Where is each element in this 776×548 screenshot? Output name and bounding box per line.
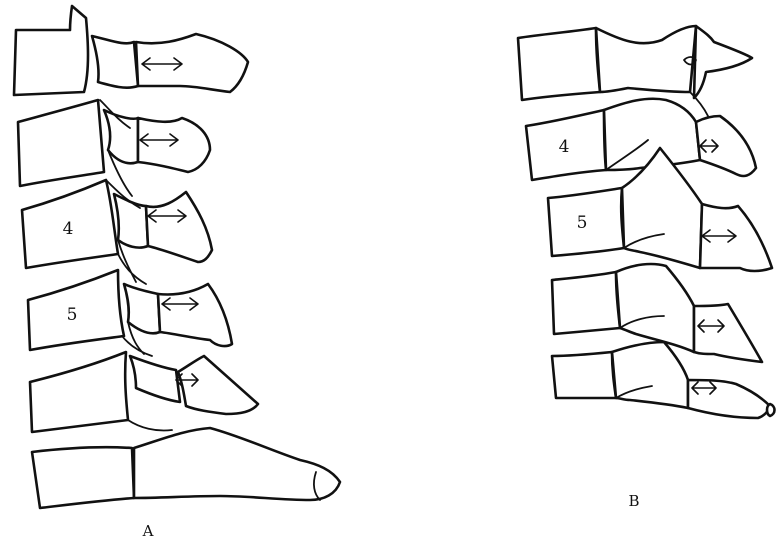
panel-a-spinous-4 xyxy=(158,284,232,346)
panel-a-spinous-5 xyxy=(178,356,258,414)
panel-a-label: A xyxy=(142,522,154,540)
panel-b-facet-4 xyxy=(616,264,694,352)
panel-a-vertebra-6 xyxy=(32,447,134,508)
panel-b-label: B xyxy=(628,492,639,510)
panel-b-spinous-4 xyxy=(694,304,762,362)
panel-a-spinous-3 xyxy=(146,192,212,262)
panel-a-vertebra-5 xyxy=(30,352,128,432)
panel-b-facet-1 xyxy=(596,26,696,92)
panel-a-spinous-6 xyxy=(134,428,340,500)
panel-b-vertebra-5 xyxy=(552,352,616,398)
panel-a-spinous-2 xyxy=(138,118,210,172)
panel-b: 4 5 B xyxy=(518,26,775,510)
panel-a-facet-1 xyxy=(92,36,138,88)
panel-b-vertebra-4 xyxy=(552,272,620,334)
panel-b-spinous-5 xyxy=(688,380,770,418)
panel-b-spinous-3 xyxy=(700,204,772,271)
panel-b-facet-5 xyxy=(612,342,688,408)
panel-a-vertebra-2 xyxy=(18,100,104,186)
panel-b-spinous-1 xyxy=(694,26,752,98)
panel-a-spinous-1 xyxy=(136,34,248,92)
panel-a-vertebra-1 xyxy=(14,6,88,95)
panel-b-vertebra-1 xyxy=(518,28,600,100)
panel-b-tip-5 xyxy=(767,404,775,416)
panel-a: 4 5 A xyxy=(14,6,340,540)
panel-a-vertebra-label-4: 4 xyxy=(63,219,74,239)
panel-b-vertebra-label-5: 5 xyxy=(577,213,588,233)
panel-b-vertebra-label-4: 4 xyxy=(559,137,570,157)
panel-a-facet-5 xyxy=(130,356,180,402)
panel-a-vertebra-label-5: 5 xyxy=(67,305,78,325)
panel-a-facet-2 xyxy=(104,110,138,163)
